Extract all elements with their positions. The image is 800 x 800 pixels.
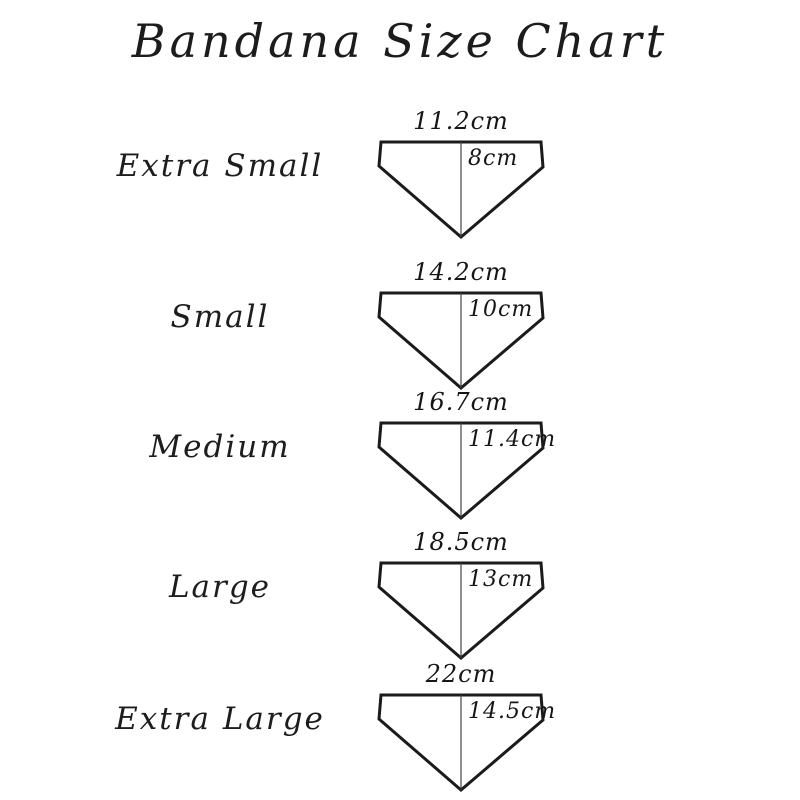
size-label: Large: [168, 569, 272, 605]
size-label: Extra Large: [115, 701, 325, 737]
bandana-diagram: 16.7cm 11.4cm: [377, 388, 556, 520]
height-dimension: 10cm: [468, 297, 533, 322]
height-dimension: 14.5cm: [468, 699, 556, 724]
bandana-diagram: 22cm 14.5cm: [377, 660, 556, 792]
size-row-medium: Medium 16.7cm 11.4cm: [0, 387, 800, 537]
height-dimension: 11.4cm: [468, 427, 556, 452]
bandana-diagram: 14.2cm 10cm: [377, 258, 545, 390]
width-dimension: 22cm: [425, 660, 497, 688]
page-title: Bandana Size Chart: [131, 14, 669, 68]
bandana-diagram: 18.5cm 13cm: [377, 528, 545, 660]
width-dimension: 18.5cm: [413, 528, 509, 556]
size-label: Medium: [149, 429, 291, 465]
width-dimension: 16.7cm: [413, 388, 509, 416]
size-row-extra-large: Extra Large 22cm 14.5cm: [0, 659, 800, 800]
size-row-extra-small: Extra Small 11.2cm 8cm: [0, 106, 800, 256]
width-dimension: 14.2cm: [413, 258, 509, 286]
width-dimension: 11.2cm: [413, 107, 509, 135]
bandana-diagram: 11.2cm 8cm: [377, 107, 545, 239]
height-dimension: 8cm: [468, 146, 518, 171]
size-row-large: Large 18.5cm 13cm: [0, 527, 800, 677]
size-row-small: Small 14.2cm 10cm: [0, 257, 800, 407]
size-label: Extra Small: [116, 148, 324, 184]
size-label: Small: [170, 299, 270, 335]
height-dimension: 13cm: [468, 567, 533, 592]
